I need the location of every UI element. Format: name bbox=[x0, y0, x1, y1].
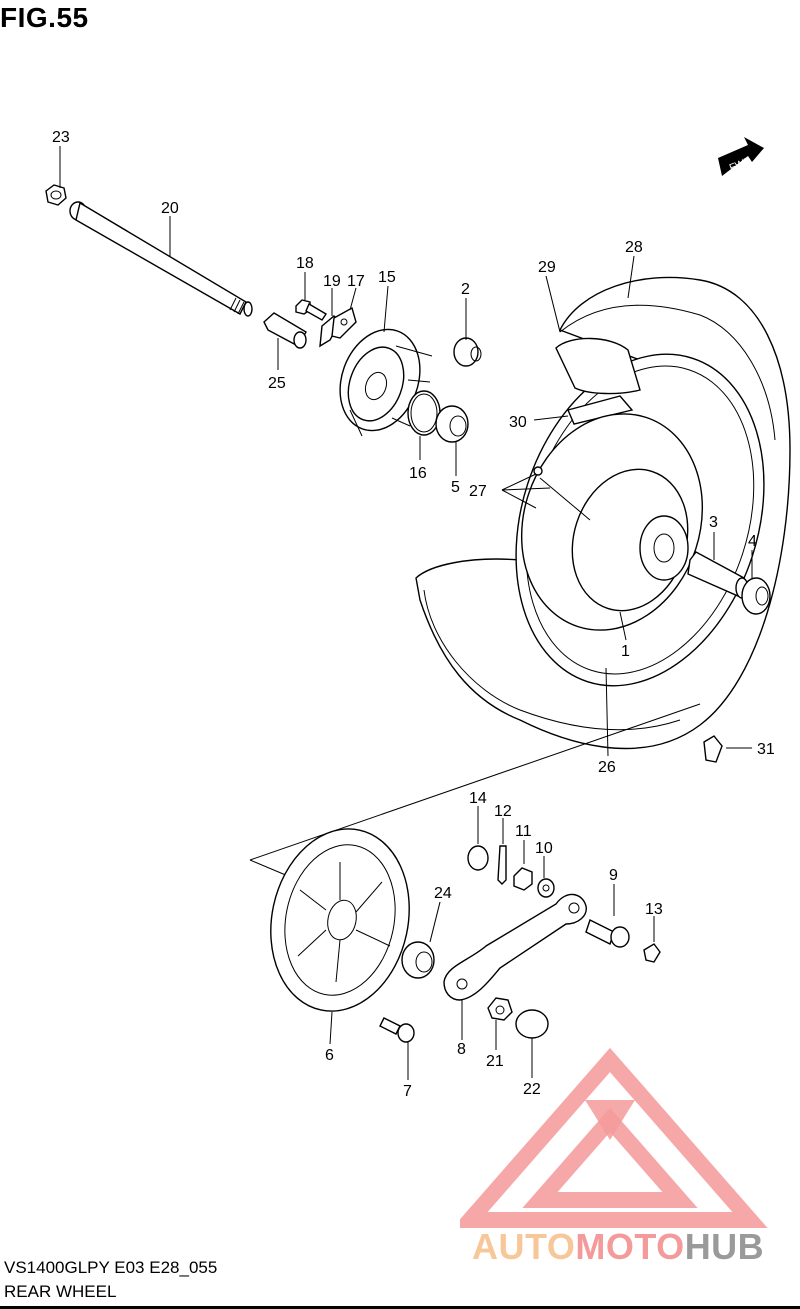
callout-6: 6 bbox=[325, 1047, 334, 1064]
tube-part-29 bbox=[555, 337, 641, 395]
cap-part-22 bbox=[515, 1009, 549, 1039]
callout-18: 18 bbox=[296, 255, 314, 272]
callout-labels: 23 20 18 19 17 15 2 25 16 5 29 28 30 27 … bbox=[52, 129, 775, 1100]
spacer-part-25 bbox=[263, 312, 307, 349]
cotter-pin-part-12 bbox=[497, 845, 507, 885]
hub-part-1 bbox=[520, 413, 704, 631]
callout-23: 23 bbox=[52, 129, 70, 146]
callout-29: 29 bbox=[538, 259, 556, 276]
callout-14: 14 bbox=[469, 790, 487, 807]
bushing-part-24 bbox=[401, 941, 435, 979]
callout-24: 24 bbox=[434, 885, 452, 902]
callout-21: 21 bbox=[486, 1053, 504, 1070]
fwd-arrow-icon: FWD bbox=[718, 137, 764, 176]
axle-part-20 bbox=[69, 201, 253, 317]
callout-30: 30 bbox=[509, 414, 527, 431]
callout-8: 8 bbox=[457, 1041, 466, 1058]
nut-part-11 bbox=[513, 867, 533, 891]
rim-band-part-30 bbox=[567, 395, 634, 425]
model-code: VS1400GLPY E03 E28_055 bbox=[4, 1258, 218, 1277]
bearing-part-5 bbox=[435, 405, 469, 443]
separator-line-short bbox=[249, 859, 289, 877]
bearing-part-4 bbox=[741, 577, 771, 615]
callout-15: 15 bbox=[378, 269, 396, 286]
bearing-part-2 bbox=[453, 337, 482, 367]
bolt-part-18 bbox=[295, 299, 327, 321]
callout-28: 28 bbox=[625, 239, 643, 256]
bolt-part-9 bbox=[585, 919, 630, 948]
automotohub-logo-icon bbox=[460, 1047, 768, 1228]
figure-title: FIG.55 bbox=[0, 2, 89, 33]
bottom-divider bbox=[0, 1306, 800, 1309]
callout-3: 3 bbox=[709, 514, 718, 531]
callout-2: 2 bbox=[461, 281, 470, 298]
callout-22: 22 bbox=[523, 1081, 541, 1098]
callout-1: 1 bbox=[621, 643, 630, 660]
watermark-hub: HUB bbox=[684, 1226, 765, 1267]
callout-17: 17 bbox=[347, 273, 365, 290]
callout-13: 13 bbox=[645, 901, 663, 918]
section-name: REAR WHEEL bbox=[4, 1282, 117, 1301]
nut-part-14 bbox=[467, 845, 489, 871]
sprocket-part-6 bbox=[270, 828, 410, 1012]
nut-part-13 bbox=[643, 943, 661, 963]
callout-10: 10 bbox=[535, 840, 553, 857]
leader-lines bbox=[59, 146, 753, 1080]
watermark-moto: MOTO bbox=[575, 1226, 685, 1267]
callout-31: 31 bbox=[757, 741, 775, 758]
oring-part-16 bbox=[407, 390, 441, 436]
callout-16: 16 bbox=[409, 465, 427, 482]
callout-26: 26 bbox=[598, 759, 616, 776]
plate-part-17 bbox=[331, 306, 357, 339]
nut-part-21 bbox=[487, 997, 513, 1021]
nut-part-23 bbox=[45, 184, 67, 206]
callout-11: 11 bbox=[515, 823, 532, 840]
callout-7: 7 bbox=[403, 1083, 412, 1100]
callout-27: 27 bbox=[469, 483, 487, 500]
callout-12: 12 bbox=[494, 803, 512, 820]
bolt-part-7 bbox=[379, 1017, 415, 1043]
torque-link-part-8 bbox=[443, 893, 587, 1001]
brake-panel-part-15 bbox=[339, 328, 433, 437]
callout-25: 25 bbox=[268, 375, 286, 392]
callout-19: 19 bbox=[323, 273, 341, 290]
callout-9: 9 bbox=[609, 867, 618, 884]
watermark-auto: AUTO bbox=[472, 1226, 576, 1267]
callout-4: 4 bbox=[748, 533, 757, 550]
watermark-text: AUTOMOTOHUB bbox=[472, 1226, 764, 1268]
spoke-nipple-part-27 bbox=[533, 466, 591, 521]
callout-20: 20 bbox=[161, 200, 179, 217]
washer-part-10 bbox=[537, 878, 555, 898]
clip-part-31 bbox=[703, 735, 723, 763]
callout-5: 5 bbox=[451, 479, 460, 496]
separator-line bbox=[249, 703, 701, 861]
